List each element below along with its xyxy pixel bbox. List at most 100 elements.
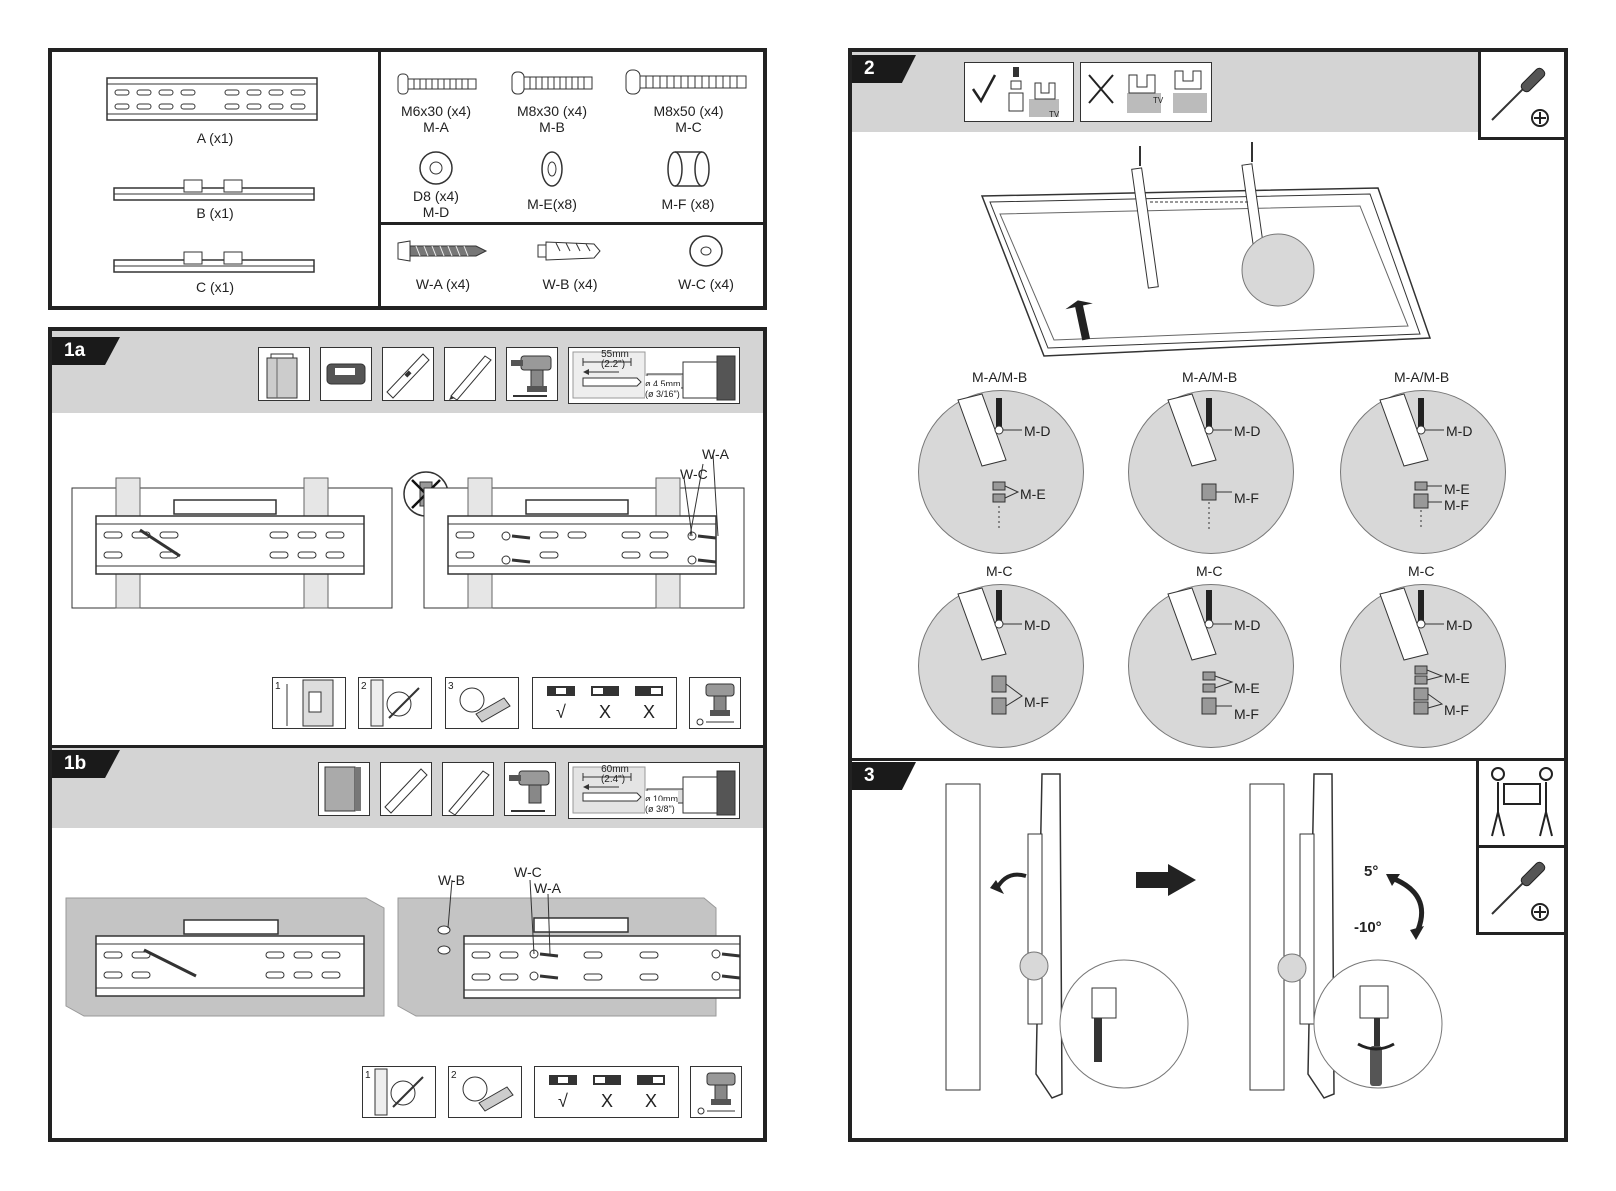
step3-hang-tv-left — [945, 773, 1189, 1099]
c2-top-label: M-A/M-B — [1182, 369, 1238, 385]
wrong-spacer-icon: TV — [1080, 62, 1212, 122]
washer-md-icon — [419, 151, 453, 185]
two-person-lift-icon — [1491, 767, 1553, 837]
step1a-substep-3-num: 3 — [448, 681, 454, 692]
step3-tool-divider-h2 — [1476, 932, 1564, 935]
step1a-substep-2-num: 2 — [361, 681, 367, 692]
spacer-mf-label: M-F (x8) — [661, 196, 715, 212]
washer-md-label: D8 (x4) — [413, 188, 459, 204]
callout-ma-md-me-mf — [1340, 390, 1506, 554]
step1b-level-check-ok: √ — [558, 1091, 568, 1111]
step1a-substep-3: 3 — [445, 677, 519, 729]
pencil-tool-icon — [444, 347, 496, 401]
c4-top-label: M-C — [986, 563, 1013, 579]
wood-screw-wa-icon — [397, 240, 488, 262]
drill-depth-diagram: 55mm (2.2") ø 4,5mm (ø 3/16") — [568, 347, 740, 404]
screw-ma-label: M6x30 (x4) — [400, 103, 472, 119]
bracket-c-label: C (x1) — [195, 279, 235, 295]
screwdriver-icon-step3 — [1491, 861, 1549, 921]
step1a-drill-depth: 55mm — [601, 349, 629, 360]
step1a-substep-1: 1 — [272, 677, 346, 729]
step1-panel — [48, 327, 767, 1142]
step1b-concrete-wall-right — [397, 897, 741, 1017]
spacer-me-label: M-E(x8) — [527, 196, 577, 212]
level-tool-icon — [382, 347, 434, 401]
step3-tool-divider-h1 — [1476, 845, 1564, 848]
wood-stud-tool-icon — [258, 347, 310, 401]
level-tool-icon-1b — [380, 762, 432, 816]
c3-mf: M-F — [1444, 497, 1469, 513]
step1b-callout-wc: W-C — [514, 864, 542, 880]
step1a-substep-2: 2 — [358, 677, 432, 729]
step1b-drill-depth: 60mm — [601, 764, 629, 775]
bracket-a-drawing — [106, 77, 318, 121]
power-drill-tool-icon-1b — [504, 762, 556, 816]
screw-ma-icon — [397, 73, 477, 95]
washer-md-code: M-D — [422, 204, 450, 220]
step1a-level-check-ok: √ — [556, 702, 566, 722]
c4-mf: M-F — [1024, 694, 1049, 710]
screw-mc-label: M8x50 (x4) — [653, 103, 724, 119]
stud-finder-tool-icon — [320, 347, 372, 401]
c1-md: M-D — [1024, 423, 1051, 439]
washer-wc-icon — [689, 235, 723, 267]
c1-me: M-E — [1020, 486, 1046, 502]
step1b-drill-dia-in: (ø 3/8") — [645, 801, 675, 817]
screw-mb-icon — [511, 71, 593, 95]
screw-mc-icon — [625, 69, 747, 95]
step3-hang-tv-right — [1249, 773, 1443, 1099]
power-drill-tool-icon — [506, 347, 558, 401]
c3-top-label: M-A/M-B — [1394, 369, 1450, 385]
washer-wc-label: W-C (x4) — [678, 276, 734, 292]
screw-mc-code: M-C — [675, 119, 702, 135]
step1-divider — [52, 745, 763, 748]
step1a-callout-wc: W-C — [680, 466, 708, 482]
concrete-wall-tool-icon — [318, 762, 370, 816]
parts-divider-horizontal — [381, 222, 763, 225]
c5-top-label: M-C — [1196, 563, 1223, 579]
bracket-b-label: B (x1) — [196, 205, 234, 221]
wood-screw-wa-label: W-A (x4) — [415, 276, 471, 292]
step1a-level-check-x1: X — [598, 702, 611, 722]
c2-mf: M-F — [1234, 490, 1259, 506]
tilt-down-label: -10° — [1354, 919, 1382, 936]
correct-spacer-tv: TV — [1049, 110, 1060, 119]
step1b-callout-wb: W-B — [438, 872, 465, 888]
callout-details-row2 — [957, 587, 1444, 715]
c3-md: M-D — [1446, 423, 1473, 439]
bracket-c-drawing — [113, 251, 315, 273]
c5-mf: M-F — [1234, 706, 1259, 722]
step1b-callout-wa: W-A — [534, 880, 561, 896]
pencil-tool-icon-1b — [442, 762, 494, 816]
drill-depth-diagram-1b: 60mm (2.4") ø 10mm (ø 3/8") — [568, 762, 740, 819]
step1b-level-check-x1: X — [600, 1091, 613, 1111]
step3-tool-divider — [1476, 761, 1479, 935]
c6-md: M-D — [1446, 617, 1473, 633]
step1a-level-check: √ X X — [532, 677, 677, 729]
screw-mb-label: M8x30 (x4) — [516, 103, 588, 119]
step1b-concrete-wall-left — [65, 897, 385, 1017]
c6-me: M-E — [1444, 670, 1470, 686]
step1a-tag: 1a — [52, 337, 120, 365]
step1b-callout-lines — [447, 879, 551, 955]
next-arrow-icon — [1136, 864, 1196, 896]
step1a-drill-depth-in: (2.2") — [600, 359, 626, 370]
step1b-substep-1: 1 — [362, 1066, 436, 1118]
step1a-substep-1-num: 1 — [275, 681, 281, 692]
step1a-wood-wall-right — [423, 477, 745, 609]
callout-details-row1 — [957, 393, 1444, 530]
c3-me: M-E — [1444, 481, 1470, 497]
step1b-level-check: √ X X — [534, 1066, 679, 1118]
step1b-substep-2: 2 — [448, 1066, 522, 1118]
wrong-spacer-tv: TV — [1153, 96, 1164, 105]
parts-divider-vertical — [378, 52, 381, 306]
c5-md: M-D — [1234, 617, 1261, 633]
step1a-wood-wall-left — [71, 477, 393, 609]
step1b-drill-depth-in: (2.4") — [600, 774, 626, 785]
tilt-arrow-icon — [1386, 874, 1425, 940]
tilt-up-label: 5° — [1364, 863, 1379, 880]
step1a-level-check-x2: X — [642, 702, 655, 722]
step2-tv-back-drawing — [980, 142, 1432, 357]
spacer-mf-icon — [667, 151, 710, 187]
c5-me: M-E — [1234, 680, 1260, 696]
